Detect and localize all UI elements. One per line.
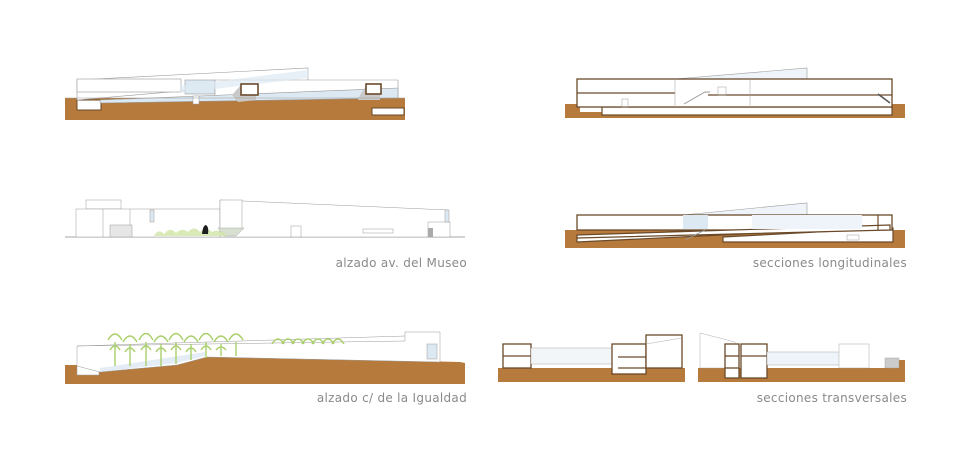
caption-secciones-transversales: secciones transversales [756, 391, 907, 405]
section-drawing-top-right [560, 60, 920, 130]
elevation-museo-drawing [60, 192, 470, 247]
elevation-drawing-top-left [60, 60, 420, 130]
sections-longitudinal-drawing [560, 200, 920, 255]
sections-transversal-drawing-left [495, 330, 690, 385]
sections-transversal-drawing-right [695, 330, 920, 385]
elevation-igualdad-drawing [60, 322, 470, 386]
caption-secciones-longitudinales: secciones longitudinales [752, 256, 907, 270]
caption-alzado-igualdad: alzado c/ de la Igualdad [316, 391, 467, 405]
caption-alzado-museo: alzado av. del Museo [335, 256, 467, 270]
